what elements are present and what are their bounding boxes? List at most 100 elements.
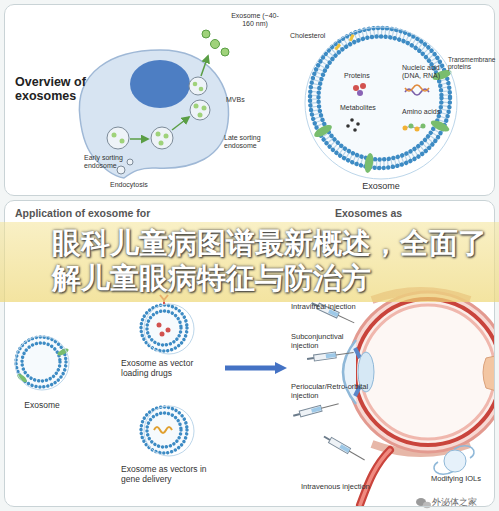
annotation-label: Nucleic acid (DNA, RNA) bbox=[402, 64, 454, 80]
optic-nerve bbox=[483, 355, 495, 392]
cholesterol-mark bbox=[349, 34, 355, 42]
dna-mark bbox=[405, 85, 429, 91]
amino-mark bbox=[403, 126, 408, 131]
eye-illustration bbox=[343, 291, 495, 505]
title-banner: 眼科儿童病图谱最新概述，全面了解儿童眼病特征与防治方 bbox=[0, 222, 499, 302]
iris bbox=[355, 348, 360, 358]
node-outline bbox=[113, 399, 225, 499]
exosome-lumen bbox=[140, 406, 188, 454]
syringe-barrel bbox=[314, 352, 337, 361]
syringe-needle bbox=[336, 352, 354, 355]
transmembrane-protein bbox=[312, 123, 333, 140]
node-circle bbox=[305, 27, 457, 179]
node-text: Modifying IOLs bbox=[427, 475, 485, 484]
metabolite-mark bbox=[346, 124, 350, 128]
syringe-fluid bbox=[326, 353, 336, 358]
panel-fill bbox=[4, 200, 495, 507]
choroid bbox=[355, 299, 495, 445]
node-outline bbox=[427, 447, 485, 499]
vesicle-dot bbox=[159, 141, 164, 146]
lipid-heads bbox=[147, 311, 181, 345]
annotation-label: Cholesterol bbox=[290, 32, 340, 40]
annotation-label: Metabolites bbox=[340, 104, 390, 112]
exosome-lumen bbox=[140, 304, 188, 352]
transmembrane-protein bbox=[429, 118, 451, 134]
endocytic-vesicle bbox=[117, 166, 125, 174]
node-text: Exosome bbox=[301, 181, 461, 191]
vesicle-dot bbox=[156, 132, 161, 137]
exosome-node: Exosome bbox=[9, 331, 75, 419]
retina bbox=[361, 305, 495, 439]
node-text: Exosome bbox=[9, 401, 75, 411]
syringe-barrel bbox=[299, 405, 322, 416]
annotation-label: Proteins bbox=[344, 72, 384, 80]
mvb bbox=[189, 77, 207, 95]
amino-mark bbox=[409, 124, 414, 129]
lipid-heads bbox=[141, 305, 187, 351]
lipid-heads bbox=[147, 413, 181, 447]
node-text: Periocular/Retro-orbital injection bbox=[291, 383, 383, 400]
pathway-arrow bbox=[201, 56, 208, 76]
syringe-needle bbox=[321, 404, 338, 409]
released-exosome bbox=[211, 40, 220, 49]
released-exosome bbox=[221, 48, 229, 56]
lipid-heads bbox=[141, 407, 187, 453]
cholesterol-mark bbox=[334, 43, 341, 50]
syringe bbox=[322, 434, 366, 463]
banner-title: 眼科儿童病图谱最新概述，全面了解儿童眼病特征与防治方 bbox=[52, 226, 492, 296]
node-text: Exosome as vector loading drugs bbox=[121, 359, 221, 379]
metabolite-mark bbox=[356, 122, 360, 126]
metabolite-mark bbox=[350, 118, 354, 122]
lipid-tails bbox=[314, 32, 446, 164]
annotation-label: Late sorting endosome bbox=[224, 134, 272, 150]
node-text: Intravitreal injection bbox=[291, 303, 411, 312]
node-text: Overview of exosomes bbox=[15, 75, 110, 104]
annotation-label: Early sorting endosome bbox=[84, 154, 134, 170]
vesicle-dot bbox=[120, 139, 125, 144]
early-endosome bbox=[107, 127, 129, 149]
flow-arrow bbox=[225, 366, 281, 371]
drug-mark bbox=[160, 332, 165, 337]
node-text: Intravenous injection bbox=[301, 483, 381, 492]
syringe-fluid bbox=[311, 406, 322, 412]
syringe-needle bbox=[338, 315, 354, 323]
syringe-fluid bbox=[339, 444, 350, 452]
sclera bbox=[348, 292, 495, 452]
exosome-node: Exosome as vectors in gene delivery bbox=[113, 399, 225, 499]
protein-mark bbox=[360, 83, 366, 89]
node-circle bbox=[15, 336, 69, 390]
endocytic-vesicle bbox=[127, 159, 133, 165]
vesicle-dot bbox=[202, 106, 207, 111]
node-text: Subconjunctival injection bbox=[291, 333, 353, 350]
mvb bbox=[190, 100, 210, 120]
vesicle-dot bbox=[194, 104, 199, 109]
gene-mark bbox=[154, 427, 172, 433]
released-exosome bbox=[202, 30, 210, 38]
amino-mark bbox=[415, 127, 420, 132]
nucleus bbox=[130, 60, 190, 108]
lipid-heads bbox=[319, 37, 442, 160]
node-text: Exosomes as bbox=[335, 207, 485, 219]
syringe-barrel bbox=[329, 437, 351, 453]
syringe-plunger bbox=[307, 357, 314, 360]
annotation-label: Exosome (~40-160 nm) bbox=[230, 12, 280, 28]
vesicle-dot bbox=[193, 82, 198, 87]
annotation-label: Amino acids bbox=[402, 108, 446, 116]
syringe-plunger bbox=[293, 414, 300, 416]
late-endosome bbox=[151, 127, 173, 149]
exosome-node: Exosome bbox=[301, 19, 461, 195]
vein bbox=[360, 450, 390, 505]
vein bbox=[360, 450, 390, 505]
node-outline bbox=[301, 19, 461, 195]
node-circle bbox=[444, 450, 466, 472]
protein-mark bbox=[357, 90, 363, 96]
exosome-lumen bbox=[310, 28, 450, 168]
exosome-node: Exosome as vector loading drugs bbox=[113, 299, 225, 383]
syringe-plunger bbox=[324, 437, 330, 441]
region-node: Intravitreal injectionSubconjunctival in… bbox=[287, 297, 495, 505]
annotation-label: Transmembrane proteins bbox=[448, 56, 498, 71]
syringe bbox=[292, 401, 339, 419]
vesicle-dot bbox=[199, 87, 204, 92]
transmembrane-protein bbox=[363, 152, 374, 173]
syringe-needle bbox=[349, 451, 365, 460]
